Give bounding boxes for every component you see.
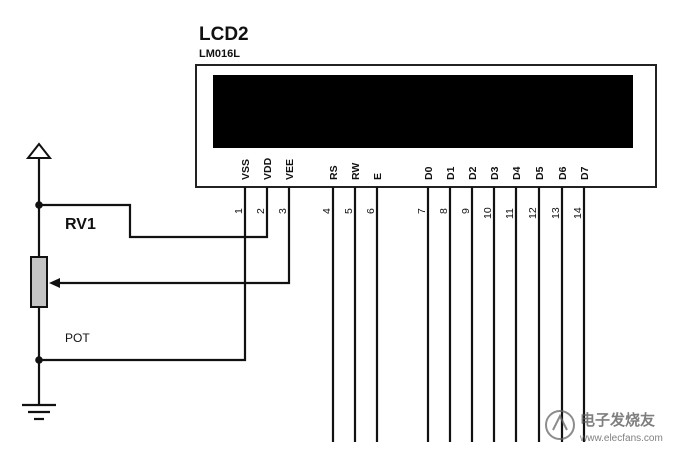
vcc-arrow-icon <box>25 142 53 159</box>
junction-dot <box>35 201 43 209</box>
pin-name-d7: D7 <box>579 166 591 180</box>
pin-name-d6: D6 <box>557 166 569 180</box>
lcd-model: LM016L <box>199 48 240 60</box>
pin-number-10: 10 <box>482 207 494 219</box>
pin-number-3: 3 <box>277 208 289 214</box>
wire-vdd <box>39 188 269 239</box>
pin-number-14: 14 <box>572 207 584 219</box>
watermark-title: 电子发烧友 <box>580 411 655 429</box>
junction-dot <box>35 356 43 364</box>
pin-name-d2: D2 <box>467 166 479 180</box>
pin-number-6: 6 <box>365 208 377 214</box>
watermark: 电子发烧友 www.elecfans.com <box>545 410 663 444</box>
pin-number-4: 4 <box>321 208 333 214</box>
pin-name-vee: VEE <box>284 159 296 180</box>
ground-icon <box>22 403 56 421</box>
wiring <box>22 142 291 421</box>
pin-name-rs: RS <box>328 165 340 180</box>
pin-number-1: 1 <box>233 208 245 214</box>
pot-label: POT <box>65 331 90 345</box>
watermark-url: www.elecfans.com <box>579 433 663 444</box>
pin-number-8: 8 <box>438 208 450 214</box>
lcd-ref: LCD2 <box>199 24 249 45</box>
pin-name-e: E <box>372 173 384 180</box>
wiper-arrow-icon <box>49 278 60 288</box>
pot-body <box>30 256 48 308</box>
pin-number-2: 2 <box>255 208 267 214</box>
pin-number-7: 7 <box>416 208 428 214</box>
pin-name-d3: D3 <box>489 166 501 180</box>
pin-name-vdd: VDD <box>262 157 274 180</box>
pin-number-12: 12 <box>527 207 539 219</box>
pin-number-9: 9 <box>460 208 472 214</box>
lcd-screen <box>213 75 633 148</box>
potentiometer: RV1 POT <box>30 216 96 345</box>
pin-number-5: 5 <box>343 208 355 214</box>
pin-name-vss: VSS <box>240 159 252 180</box>
pin-name-d1: D1 <box>445 166 457 180</box>
pin-name-rw: RW <box>350 163 362 180</box>
pin-number-13: 13 <box>550 207 562 219</box>
lcd-module: LCD2 LM016L <box>195 24 657 188</box>
pin-name-d5: D5 <box>534 166 546 180</box>
pin-name-d0: D0 <box>423 166 435 180</box>
pin-number-11: 11 <box>504 208 516 219</box>
lcd-pins: VSS 1 VDD 2 VEE 3 RS 4 RW 5 E 6 D0 7 D1 8 D2 9 D3 10 D4 11 D5 1… <box>233 157 591 442</box>
wire-vee <box>58 188 291 285</box>
pin-name-d4: D4 <box>511 166 523 180</box>
watermark-logo-icon <box>545 410 575 440</box>
wire-vss <box>39 188 247 362</box>
pot-ref: RV1 <box>65 216 96 233</box>
